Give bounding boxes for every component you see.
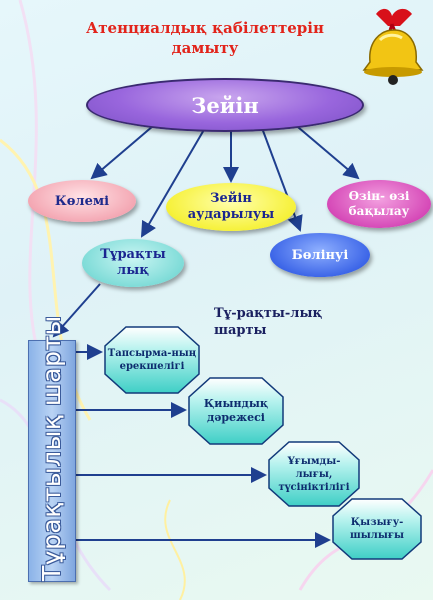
condition-1-line-2: ерекшелігі	[119, 361, 185, 372]
node-turaktylyk: Тұрақты лық	[82, 239, 184, 287]
node-kolemi-label: Көлемі	[54, 193, 110, 209]
condition-3-line-1: Ұғымды-	[287, 455, 341, 467]
condition-octagon-4: Қызығу-шылығы	[332, 498, 422, 560]
vertical-bar-label: Тұрақтылық шарты	[37, 315, 66, 581]
condition-4-line-2: шылығы	[350, 530, 404, 541]
title-line-2: дамыту	[171, 39, 239, 57]
condition-3-line-2: лығы,	[295, 468, 333, 480]
title-line-1: Атенциалдық қабілеттерін	[86, 19, 324, 37]
condition-4-line-1: Қызығу-	[350, 517, 404, 528]
node-zeyin-audaryluy: Зейін аударылуы	[166, 183, 296, 231]
node-ozin-ozi-bakylau: Өзін- өзі бақылау	[327, 180, 431, 228]
bell-icon	[362, 8, 424, 85]
node-turaktylyk-line-2: лық	[117, 263, 149, 278]
node-aud-line-1: Зейін	[210, 191, 252, 206]
node-ozin-line-2: бақылау	[348, 204, 410, 218]
subheading: Тұ-рақты-лық шарты	[214, 305, 344, 339]
octagon-shape	[332, 498, 422, 560]
condition-2-line-2: дәрежесі	[206, 411, 265, 424]
condition-octagon-1: Тапсырма-ның ерекшелігі	[104, 326, 200, 394]
condition-octagon-3: Ұғымды-лығы,түсініктілігі	[268, 441, 360, 507]
center-node-label: Зейін	[191, 92, 259, 118]
node-bolinui: Бөлінуі	[270, 233, 370, 277]
node-bolinui-label: Бөлінуі	[291, 247, 349, 263]
node-turaktylyk-line-1: Тұрақты	[100, 247, 166, 262]
node-kolemi: Көлемі	[28, 180, 136, 222]
condition-2-line-1: Қиындық	[203, 397, 269, 410]
center-node-zeyin: Зейін	[86, 78, 364, 132]
condition-3-line-3: түсініктілігі	[278, 481, 350, 493]
octagon-shape	[268, 441, 360, 507]
octagon-shape	[188, 377, 284, 445]
page-title: Атенциалдық қабілеттерін дамыту	[40, 18, 370, 58]
octagon-shape	[104, 326, 200, 394]
node-ozin-line-1: Өзін- өзі	[348, 189, 410, 203]
node-aud-line-2: аударылуы	[187, 207, 275, 222]
subheading-line-1: Тұ-рақты-лық	[214, 306, 323, 321]
condition-1-line-1: Тапсырма-ның	[107, 348, 197, 359]
vertical-condition-bar: Тұрақтылық шарты	[28, 315, 76, 582]
subheading-line-2: шарты	[214, 323, 267, 338]
